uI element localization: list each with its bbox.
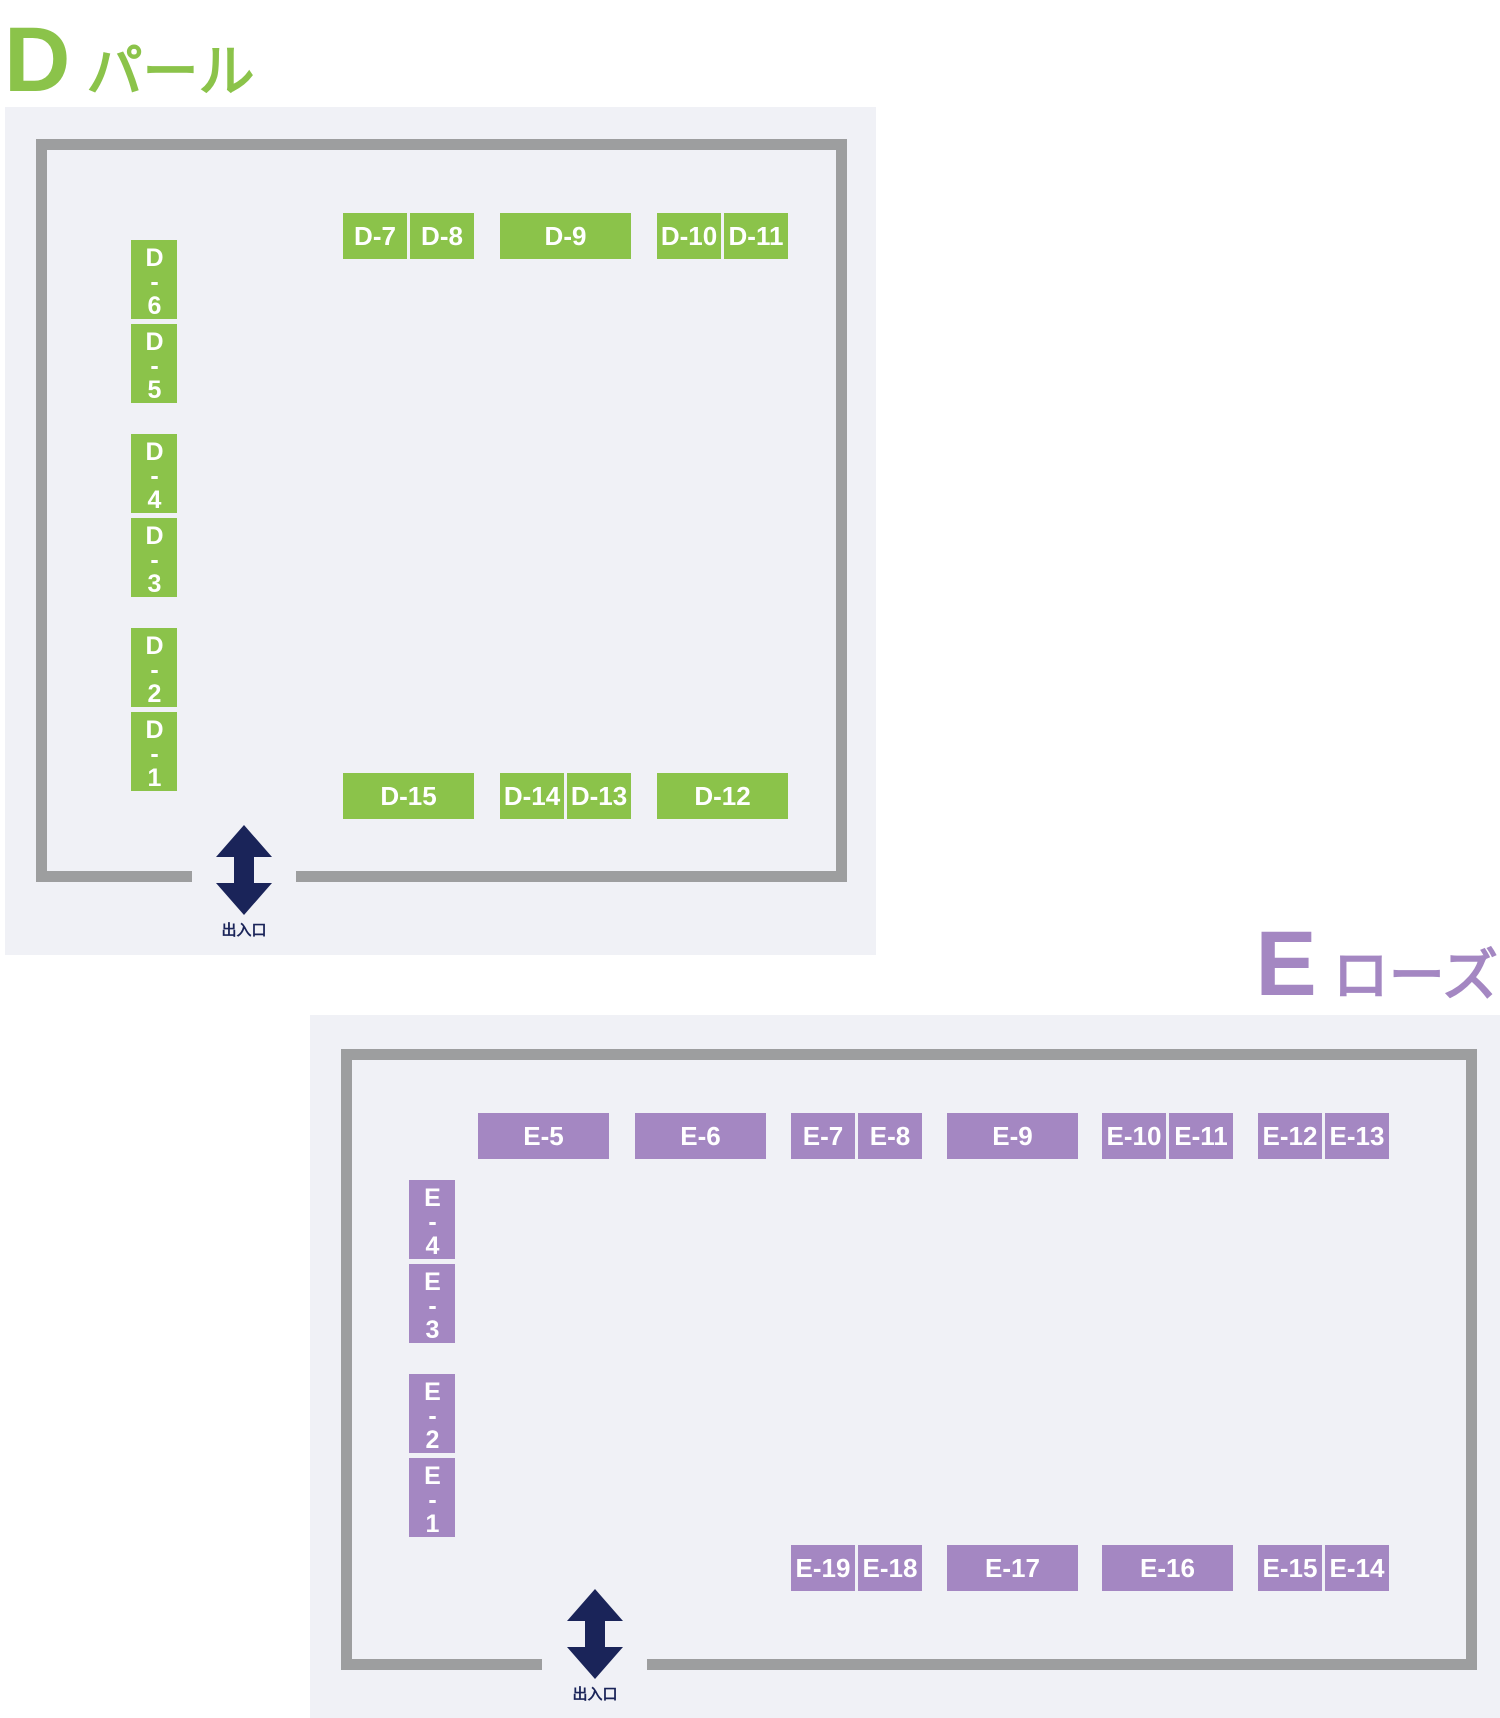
booth-d-4[interactable]: D-4 xyxy=(131,434,177,513)
booth-e-14[interactable]: E-14 xyxy=(1325,1545,1389,1591)
booth-e-3[interactable]: E-3 xyxy=(409,1264,455,1343)
double-arrow-vertical-icon xyxy=(216,825,272,915)
booth-e-1[interactable]: E-1 xyxy=(409,1458,455,1537)
room-e-letter: E xyxy=(1255,913,1317,1015)
booth-e-4[interactable]: E-4 xyxy=(409,1180,455,1259)
booth-e-16[interactable]: E-16 xyxy=(1102,1545,1233,1591)
booth-d-8[interactable]: D-8 xyxy=(410,213,474,259)
booth-e-2[interactable]: E-2 xyxy=(409,1374,455,1453)
booth-e-6[interactable]: E-6 xyxy=(635,1113,766,1159)
booth-d-5[interactable]: D-5 xyxy=(131,324,177,403)
booth-e-5[interactable]: E-5 xyxy=(478,1113,609,1159)
booth-d-1[interactable]: D-1 xyxy=(131,712,177,791)
room-d-wall-bottom-left xyxy=(36,871,192,882)
room-e-entrance-label: 出入口 xyxy=(572,1686,618,1703)
booth-e-7[interactable]: E-7 xyxy=(791,1113,855,1159)
room-d-map: D-7 D-8 D-9 D-10 D-11 D-6 D-5 D-4 D-3 D-… xyxy=(5,107,876,955)
room-e-wall-left xyxy=(341,1049,352,1670)
room-d-letter: D xyxy=(4,9,71,111)
room-d-wall-bottom-right xyxy=(296,871,847,882)
room-e-wall-right xyxy=(1466,1049,1477,1670)
booth-e-15[interactable]: E-15 xyxy=(1258,1545,1322,1591)
booth-d-9[interactable]: D-9 xyxy=(500,213,631,259)
room-e-map: E-5 E-6 E-7 E-8 E-9 E-10 E-11 E-12 E-13 … xyxy=(310,1015,1500,1718)
room-d-wall-right xyxy=(836,139,847,882)
double-arrow-vertical-icon xyxy=(567,1589,623,1679)
room-d-wall-left xyxy=(36,139,47,882)
booth-d-13[interactable]: D-13 xyxy=(567,773,631,819)
booth-d-2[interactable]: D-2 xyxy=(131,628,177,707)
booth-e-17[interactable]: E-17 xyxy=(947,1545,1078,1591)
booth-e-10[interactable]: E-10 xyxy=(1102,1113,1166,1159)
booth-d-15[interactable]: D-15 xyxy=(343,773,474,819)
booth-e-9[interactable]: E-9 xyxy=(947,1113,1078,1159)
booth-e-19[interactable]: E-19 xyxy=(791,1545,855,1591)
booth-d-14[interactable]: D-14 xyxy=(500,773,564,819)
booth-d-3[interactable]: D-3 xyxy=(131,518,177,597)
room-e-entrance: 出入口 xyxy=(555,1589,635,1704)
booth-d-11[interactable]: D-11 xyxy=(724,213,788,259)
booth-d-7[interactable]: D-7 xyxy=(343,213,407,259)
room-e-name: ローズ xyxy=(1332,944,1498,1007)
room-d-entrance-label: 出入口 xyxy=(221,922,267,939)
booth-d-12[interactable]: D-12 xyxy=(657,773,788,819)
booth-d-10[interactable]: D-10 xyxy=(657,213,721,259)
booth-e-12[interactable]: E-12 xyxy=(1258,1113,1322,1159)
room-d-name: パール xyxy=(86,40,255,103)
booth-e-18[interactable]: E-18 xyxy=(858,1545,922,1591)
booth-e-11[interactable]: E-11 xyxy=(1169,1113,1233,1159)
room-d-wall-top xyxy=(36,139,847,150)
booth-e-13[interactable]: E-13 xyxy=(1325,1113,1389,1159)
booth-d-6[interactable]: D-6 xyxy=(131,240,177,319)
room-e-wall-bottom-right xyxy=(647,1659,1477,1670)
booth-e-8[interactable]: E-8 xyxy=(858,1113,922,1159)
room-e-wall-bottom-left xyxy=(341,1659,542,1670)
room-e-wall-top xyxy=(341,1049,1477,1060)
room-d-entrance: 出入口 xyxy=(204,825,284,940)
